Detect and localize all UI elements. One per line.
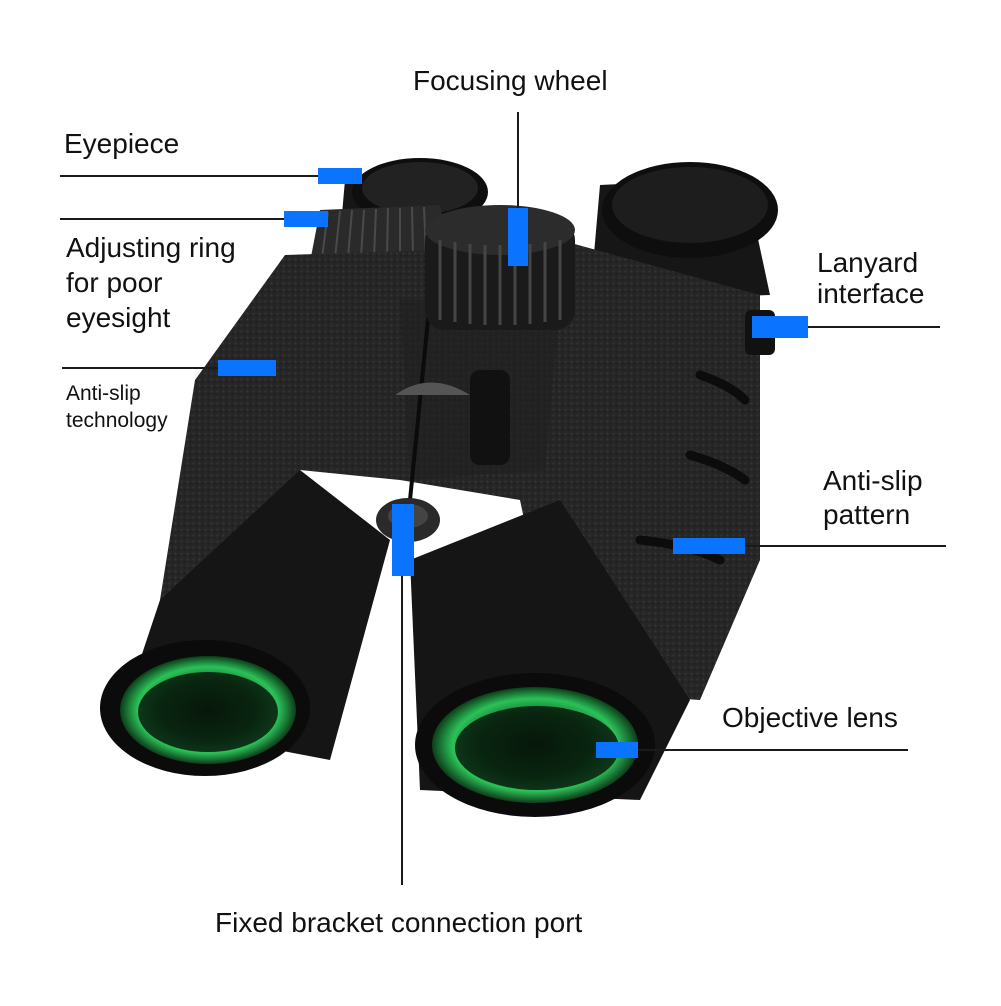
label-adjusting-ring-line-1: Adjusting ring	[66, 232, 236, 263]
marker-lanyard-interface	[752, 316, 808, 338]
label-lanyard-interface-line-1: Lanyard	[817, 247, 919, 278]
marker-focusing-wheel	[508, 208, 528, 266]
label-lanyard-interface-line-2: interface	[817, 277, 925, 309]
marker-anti-slip-technology	[218, 360, 276, 376]
label-fixed-bracket: Fixed bracket connection port	[215, 907, 583, 938]
leader-lines	[60, 112, 946, 885]
marker-adjusting-ring	[284, 211, 328, 227]
label-anti-slip-pattern-line-1: Anti-slip	[823, 465, 923, 496]
label-adjusting-ring-line-3: eyesight	[66, 302, 171, 333]
marker-objective-lens	[596, 742, 638, 758]
label-lanyard-interface: Lanyard interface	[817, 247, 925, 310]
label-adjusting-ring-line-2: for poor	[66, 267, 163, 298]
label-anti-slip-pattern-line-2: pattern	[823, 498, 911, 530]
hinge-slot	[470, 370, 510, 465]
marker-eyepiece	[318, 168, 362, 184]
marker-anti-slip-pattern	[673, 538, 745, 554]
label-anti-slip-technology: Anti-slip technology	[66, 380, 168, 435]
label-anti-slip-technology-line-1: Anti-slip	[66, 382, 141, 405]
label-focusing-wheel: Focusing wheel	[413, 65, 608, 96]
logo-mark	[395, 382, 470, 395]
label-objective-lens: Objective lens	[722, 702, 898, 733]
label-eyepiece: Eyepiece	[64, 128, 180, 159]
adjusting-ring	[310, 205, 450, 262]
label-anti-slip-pattern: Anti-slip pattern	[823, 464, 923, 531]
markers	[218, 168, 808, 758]
marker-fixed-bracket	[392, 504, 414, 576]
label-adjusting-ring: Adjusting ring for poor eyesight	[66, 230, 286, 335]
binocular-body	[100, 158, 778, 817]
focusing-wheel	[425, 205, 575, 330]
label-anti-slip-technology-line-2: technology	[66, 409, 168, 433]
